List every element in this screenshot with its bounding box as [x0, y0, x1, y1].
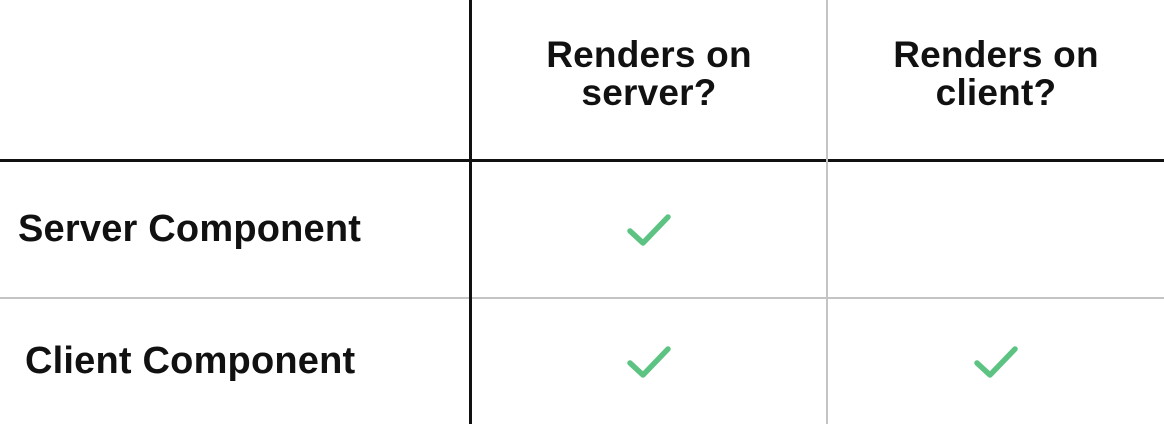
column-header-client: Renders on client? — [828, 14, 1164, 134]
column-header-server-text: Renders on server? — [546, 36, 752, 112]
corner-cell — [0, 0, 469, 159]
column-header-server: Renders on server? — [472, 14, 826, 134]
row-label-text: Client Component — [25, 340, 356, 382]
column-divider — [826, 0, 828, 424]
column-header-client-line1: Renders on — [893, 34, 1099, 75]
server-component-server-cell — [472, 162, 826, 297]
row-label-client-component: Client Component — [0, 299, 469, 424]
server-component-client-cell — [828, 162, 1164, 297]
checkmark-icon — [626, 344, 672, 380]
column-header-client-text: Renders on client? — [893, 36, 1099, 112]
column-header-server-line1: Renders on — [546, 34, 752, 75]
header-row-divider — [0, 159, 1164, 162]
checkmark-icon — [626, 212, 672, 248]
row-label-server-component: Server Component — [0, 162, 469, 297]
row-label-text: Server Component — [18, 208, 362, 250]
column-header-client-line2: client? — [935, 72, 1057, 113]
label-column-divider — [469, 0, 472, 424]
checkmark-icon — [973, 344, 1019, 380]
row-divider — [0, 297, 1164, 299]
client-component-server-cell — [472, 299, 826, 424]
client-component-client-cell — [828, 299, 1164, 424]
column-header-server-line2: server? — [581, 72, 717, 113]
